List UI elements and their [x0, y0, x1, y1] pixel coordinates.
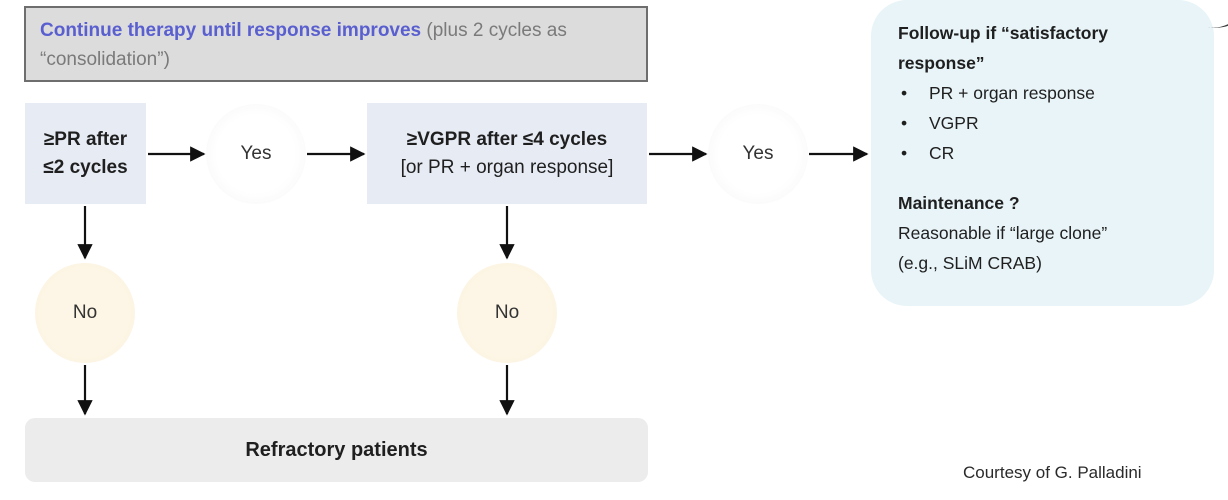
step2-line2: [or PR + organ response]: [400, 156, 614, 178]
followup-heading-line1: Follow-up if “satisfactory: [898, 23, 1109, 43]
courtesy-credit: Courtesy of G. Palladini: [963, 463, 1142, 482]
followup-panel: Follow-up if “satisfactory response” PR …: [871, 0, 1214, 306]
consolidation-banner: Continue therapy until response improves…: [24, 6, 648, 82]
step-vgpr-after-4-cycles: ≥VGPR after ≤4 cycles [or PR + organ res…: [367, 103, 647, 204]
maintenance-heading: Maintenance ?: [898, 193, 1020, 213]
no-label-1: No: [72, 302, 98, 323]
yes-node-1: Yes: [206, 104, 306, 204]
refractory-patients-box: Refractory patients: [25, 418, 648, 482]
maintenance-line1: Reasonable if “large clone”: [898, 223, 1108, 243]
banner-highlight: Continue therapy until response improves: [40, 20, 422, 41]
followup-item: CR: [898, 138, 1190, 168]
maintenance-line2: (e.g., SLiM CRAB): [898, 253, 1042, 273]
step1-line2: ≤2 cycles: [43, 156, 128, 178]
followup-item: VGPR: [898, 108, 1190, 138]
no-node-2: No: [457, 263, 557, 363]
step1-line1: ≥PR after: [43, 128, 128, 150]
followup-list: PR + organ response VGPR CR: [898, 78, 1190, 168]
step-pr-after-2-cycles: ≥PR after ≤2 cycles: [25, 103, 146, 204]
yes-node-2: Yes: [708, 104, 808, 204]
refractory-label: Refractory patients: [245, 438, 428, 461]
yes-label-1: Yes: [240, 143, 272, 164]
no-label-2: No: [494, 302, 520, 323]
yes-label-2: Yes: [742, 143, 774, 164]
no-node-1: No: [35, 263, 135, 363]
banner-rest: (plus 2 cycles as “consolidation”): [40, 20, 567, 70]
followup-heading-line2: response”: [898, 53, 985, 73]
step2-line1: ≥VGPR after ≤4 cycles: [406, 128, 608, 150]
followup-item: PR + organ response: [898, 78, 1190, 108]
